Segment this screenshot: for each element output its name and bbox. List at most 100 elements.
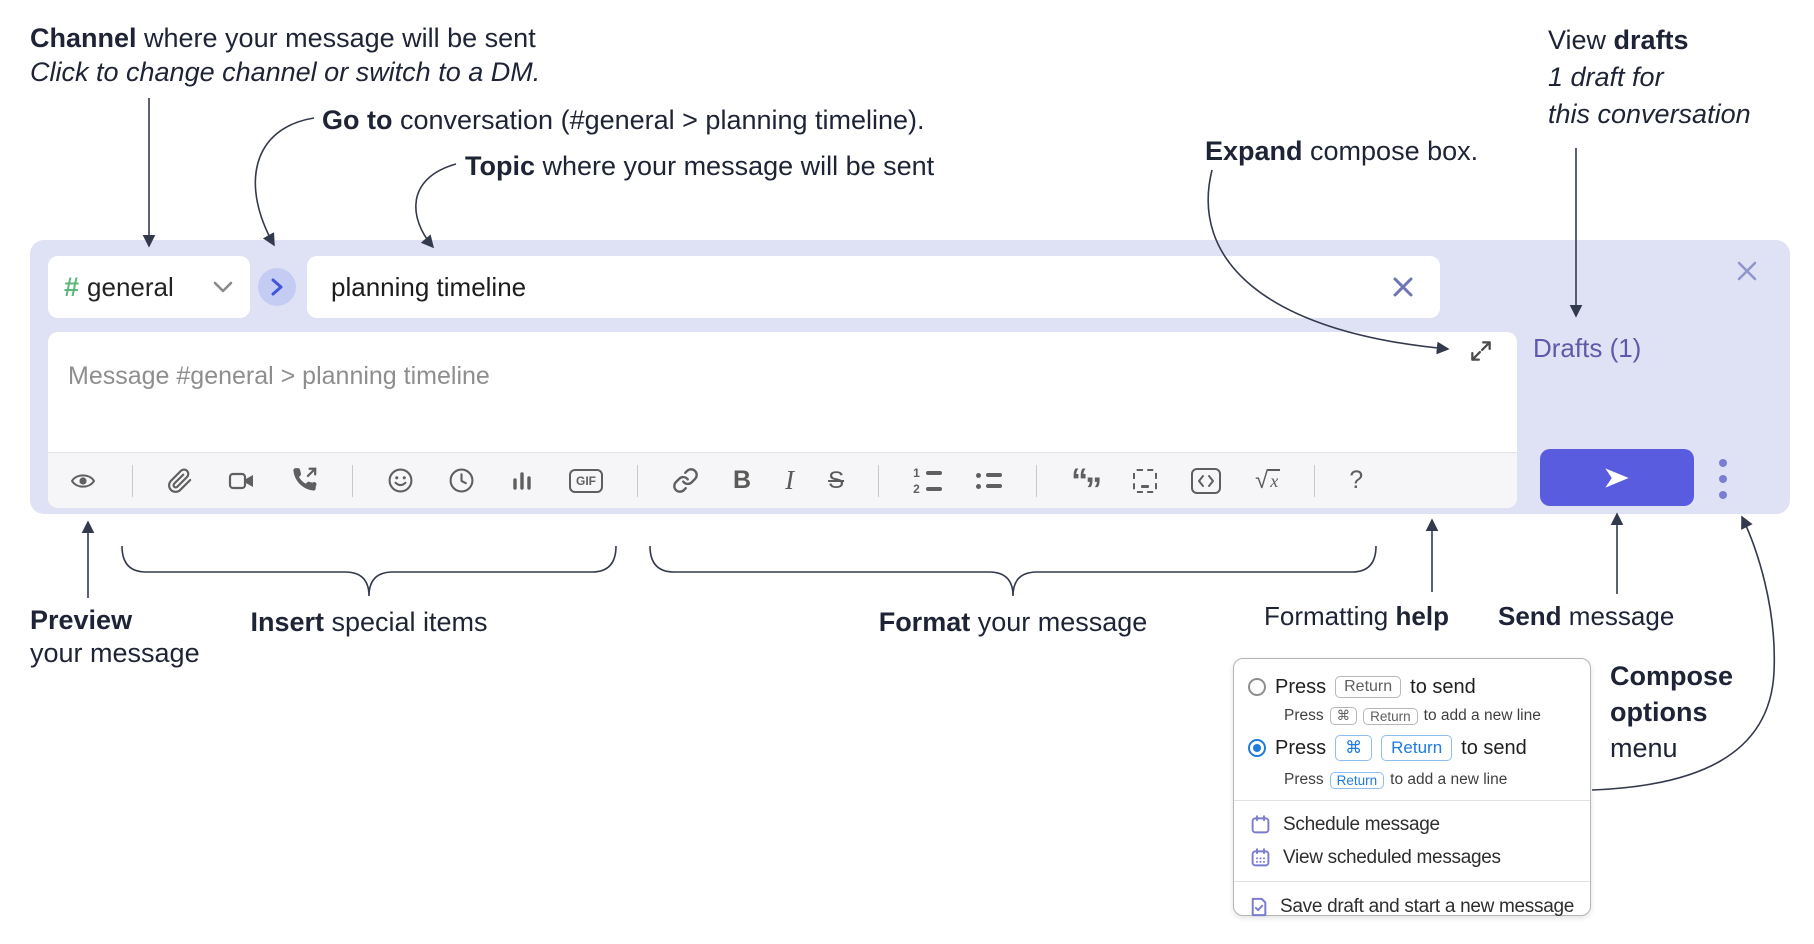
send-option-cmd-return-sub: Press Return to add a new line (1234, 767, 1590, 793)
menu-divider (1234, 800, 1590, 801)
chevron-down-icon (213, 281, 233, 293)
channel-name: general (87, 271, 174, 302)
expand-annotation-rest: compose box. (1302, 136, 1479, 166)
preview-eye-icon[interactable] (68, 468, 98, 494)
formula-icon[interactable]: √x (1255, 466, 1281, 495)
save-draft-item[interactable]: Save draft and start a new message (1234, 889, 1590, 925)
schedule-message-label: Schedule message (1283, 813, 1440, 835)
message-placeholder: Message #general > planning timeline (68, 362, 490, 390)
send-button[interactable] (1540, 449, 1694, 506)
strikethrough-icon[interactable]: S (828, 466, 845, 494)
goto-conversation-button[interactable] (258, 268, 296, 306)
toolbar-divider (1314, 464, 1316, 497)
insert-annotation: Insert special items (250, 606, 487, 639)
toolbar-divider (1036, 464, 1038, 497)
phone-call-icon[interactable] (291, 467, 318, 494)
compose-options-line1: Compose (1610, 661, 1734, 691)
channel-annotation-sub: Click to change channel or switch to a D… (30, 57, 541, 87)
attach-paperclip-icon[interactable] (167, 468, 193, 494)
return-keycap: Return (1363, 707, 1418, 725)
format-brace (649, 545, 1377, 597)
gif-icon[interactable]: GIF (569, 468, 603, 493)
compose-options-kebab-icon[interactable] (1712, 459, 1734, 499)
channel-hash-icon: # (64, 271, 80, 302)
video-camera-icon[interactable] (227, 469, 257, 493)
toolbar-divider (637, 464, 638, 497)
goto-annotation-bold: Go to (322, 105, 393, 135)
poll-bar-chart-icon[interactable] (509, 468, 535, 494)
send-annotation: Send message (1498, 600, 1674, 633)
preview-annotation: Preview your message (30, 604, 200, 670)
schedule-message-item[interactable]: Schedule message (1234, 808, 1590, 841)
send-option-return-sub: Press ⌘ Return to add a new line (1234, 703, 1590, 729)
recent-clock-icon[interactable] (448, 467, 475, 494)
view-scheduled-item[interactable]: View scheduled messages (1234, 841, 1590, 874)
option2-sub-post: to add a new line (1390, 771, 1508, 788)
quote-open: “ (1071, 461, 1088, 500)
preview-annotation-bold: Preview (30, 605, 133, 635)
text-snippet-icon[interactable] (1133, 468, 1158, 493)
view-drafts-annotation: View drafts 1 draft for this conversatio… (1548, 22, 1751, 133)
view-drafts-line2: 1 draft for (1548, 62, 1664, 92)
return-keycap-blue: Return (1381, 735, 1453, 761)
document-check-icon (1251, 897, 1267, 917)
topic-input[interactable]: planning timeline (307, 256, 1440, 318)
link-icon[interactable] (672, 467, 699, 494)
topic-clear-button[interactable] (1388, 272, 1418, 302)
option2-sub-pre: Press (1284, 771, 1324, 788)
channel-annotation-bold: Channel (30, 23, 137, 53)
send-annotation-bold: Send (1498, 601, 1562, 631)
radio-selected[interactable] (1248, 739, 1266, 757)
italic-icon[interactable]: I (785, 465, 795, 495)
insert-annotation-rest: special items (323, 607, 488, 637)
compose-options-menu: Press Return to send Press ⌘ Return to a… (1233, 658, 1591, 917)
close-compose-button[interactable] (1732, 256, 1762, 286)
message-input[interactable]: Message #general > planning timeline (48, 332, 1517, 452)
save-draft-label: Save draft and start a new message (1280, 896, 1574, 917)
format-annotation: Format your message (879, 606, 1148, 639)
sqrt-glyph: √ (1255, 466, 1269, 494)
ol-number-2: 2 (913, 481, 920, 496)
compose-options-annotation: Compose options menu (1610, 658, 1733, 766)
expand-annotation: Expand compose box. (1205, 135, 1478, 168)
drafts-link[interactable]: Drafts (1) (1533, 333, 1642, 363)
calendar-dots-icon (1251, 848, 1270, 867)
channel-selector[interactable]: # general (48, 256, 250, 318)
send-option-return[interactable]: Press Return to send (1234, 671, 1590, 703)
sqrt-x: x (1268, 468, 1281, 491)
topic-annotation-rest: where your message will be sent (535, 151, 935, 181)
cmd-keycap-blue: ⌘ (1335, 735, 1373, 761)
insert-brace (121, 545, 617, 597)
toolbar-divider (132, 464, 133, 497)
menu-divider (1234, 881, 1590, 882)
radio-unselected[interactable] (1248, 678, 1266, 696)
send-option-cmd-return[interactable]: Press ⌘ Return to send (1234, 729, 1590, 767)
topic-connector-line (415, 163, 457, 249)
topic-value: planning timeline (331, 271, 527, 302)
view-drafts-bold: drafts (1613, 25, 1689, 55)
preview-annotation-line2: your message (30, 638, 200, 668)
ol-number-1: 1 (913, 465, 920, 480)
option1-sub-post: to add a new line (1423, 707, 1541, 724)
blockquote-icon[interactable]: “” (1071, 461, 1102, 507)
message-box: Message #general > planning timeline (48, 332, 1517, 508)
compose-toolbar: GIF B I S 1 2 “” √x ? (48, 452, 1517, 508)
ordered-list-icon[interactable]: 1 2 (913, 465, 943, 496)
bulleted-list-icon[interactable] (976, 472, 1003, 489)
goto-annotation: Go to conversation (#general > planning … (322, 104, 925, 137)
quote-close: ” (1085, 470, 1102, 509)
view-drafts-line1: View drafts (1548, 22, 1751, 59)
formatting-help-annotation: Formatting help (1264, 600, 1449, 633)
code-icon[interactable] (1191, 467, 1222, 494)
option1-post: to send (1410, 675, 1476, 698)
emoji-smiley-icon[interactable] (387, 467, 414, 494)
topic-annotation: Topic where your message will be sent (465, 150, 934, 183)
formatting-help-icon[interactable]: ? (1349, 466, 1364, 494)
formatting-help-bold: help (1395, 601, 1449, 631)
compose-options-line2: options (1610, 697, 1708, 727)
toolbar-divider (352, 464, 353, 497)
send-annotation-rest: message (1561, 601, 1675, 631)
bold-icon[interactable]: B (733, 466, 752, 494)
expand-compose-icon[interactable] (1468, 338, 1494, 364)
goto-annotation-rest: conversation (#general > planning timeli… (392, 105, 925, 135)
